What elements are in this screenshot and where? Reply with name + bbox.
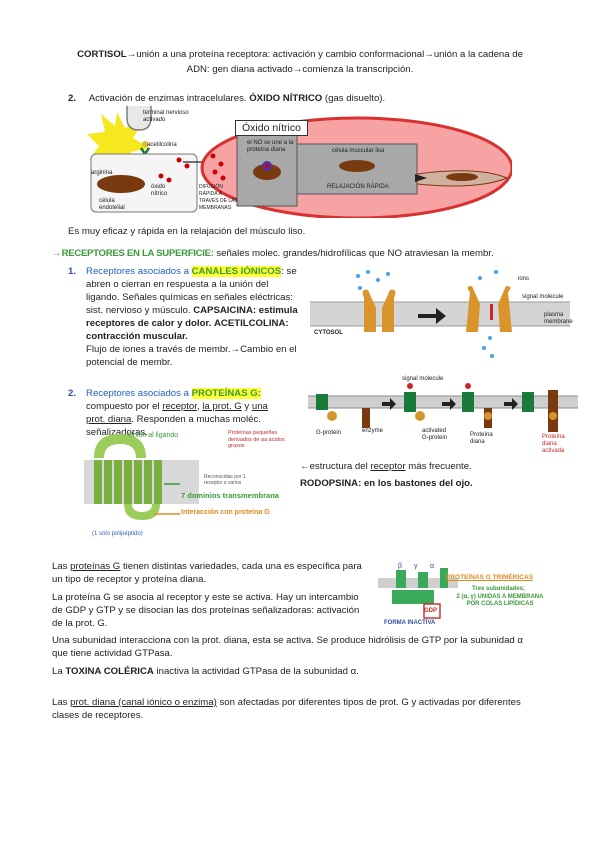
gpcr-structure-figure: Unión al ligando Proteínas pequeñas deri… <box>84 430 298 540</box>
label-oxido: óxido nítrico <box>151 184 168 197</box>
no-caption: Es muy eficaz y rápida en la relajación … <box>68 226 306 237</box>
gpcr-diagram <box>84 434 199 520</box>
estructura-caption: ←estructura del receptor más frecuente. <box>300 461 472 472</box>
label-acetilcolina: acetilcolina <box>147 142 177 148</box>
rodopsina-caption: RODOPSINA: en los bastones del ojo. <box>300 478 473 489</box>
proteinas-g-block: 2.Receptores asociados a PROTEÍNAS G: co… <box>68 388 268 438</box>
label-signal-molecule-g: signal molecule <box>402 376 444 382</box>
intro-line-1: CORTISOL→unión a una proteína receptora:… <box>77 49 523 60</box>
gprotein-activation-diagram <box>308 383 578 432</box>
label-relajacion: RELAJACIÓN RÁPIDA <box>327 184 389 190</box>
label-gamma: γ <box>414 563 418 570</box>
label-arginina: arginina <box>91 170 113 176</box>
para-1: Las proteínas G tienen distintas varieda… <box>52 561 362 585</box>
label-proteina-diana: Proteína diana <box>470 432 493 445</box>
label-cytosol: CYTOSOL <box>314 330 343 336</box>
label-celula-endotelial: célula endotelial <box>99 198 125 211</box>
cortisol-term: CORTISOL <box>77 49 127 60</box>
trimeric-g-diagram <box>378 568 458 619</box>
label-gdp: GDP <box>424 608 438 614</box>
label-signal-molecule: signal molecule <box>522 294 564 300</box>
nitric-oxide-figure: terminal nervioso activado acetilcolina … <box>87 104 514 220</box>
label-reconocidas: Reconocidas por 1 receptor o varios <box>204 474 246 486</box>
trimeric-g-figure: β γ α GDP PROTEÍNAS G TRIMÉRICAS Tres su… <box>378 560 548 628</box>
ion-channel-diagram <box>310 270 570 358</box>
label-gprotein: G-protein <box>316 430 342 436</box>
gprotein-activation-figure: signal molecule G-protein enzyme activat… <box>308 376 578 460</box>
label-ligandos: Proteínas pequeñas derivados de aa ácido… <box>228 430 285 449</box>
label-proteina-diana-activada: Proteína diana activada <box>542 434 565 454</box>
para-3: Una subunidad interacciona con la prot. … <box>52 635 523 659</box>
label-celula-muscular: célula muscular lisa <box>332 148 385 154</box>
label-plasma-membrane: plasma membrane <box>544 312 573 325</box>
label-tres: Tres subunidades; <box>472 586 526 592</box>
label-inactiva: FORMA INACTIVA <box>384 620 436 626</box>
label-beta: β <box>398 563 403 570</box>
label-ions: ions <box>518 276 530 282</box>
label-interaccion: Interacción con proteína G <box>181 509 270 516</box>
label-no-diana: el NO se une a la proteína diana <box>247 140 294 153</box>
trimericas-title: PROTEÍNAS G TRIMÉRICAS <box>446 574 534 581</box>
canales-block: 1.Receptores asociados a CANALES IÓNICOS… <box>68 266 298 368</box>
label-polipeptido: (1 sólo polipéptido) <box>92 531 143 537</box>
label-unidas: 2 (α, γ) UNIDAS A MEMBRANA POR COLAS LIP… <box>456 594 544 607</box>
receptores-heading: →RECEPTORES EN LA SUPERFICIE: señales mo… <box>52 248 494 259</box>
intro-line-2: ADN: gen diana activado→comienza la tran… <box>186 64 414 75</box>
label-activated-gprotein: activated G-protein <box>422 428 448 441</box>
label-terminal: terminal nervioso activado <box>143 110 189 123</box>
label-alpha: α <box>430 563 435 570</box>
no-figure-title: Óxido nítrico <box>235 120 308 136</box>
label-difusion: DIFUSIÓN RÁPIDA A TRAVÉS DE LAS MEMBRANA… <box>199 184 238 211</box>
label-enzyme: enzyme <box>362 428 384 434</box>
label-union-ligando: Unión al ligando <box>128 432 179 439</box>
para-4: La TOXINA COLÉRICA inactiva la actividad… <box>52 666 359 677</box>
item2-heading: 2. Activación de enzimas intracelulares.… <box>68 93 386 104</box>
label-dominios: 7 dominios transmembrana <box>181 491 279 500</box>
para-5: Las prot. diana (canal iónico o enzima) … <box>52 697 521 721</box>
para-2: La proteína G se asocia al receptor y es… <box>52 592 360 629</box>
ion-channel-figure: ions signal molecule plasma membrane CYT… <box>310 268 573 358</box>
